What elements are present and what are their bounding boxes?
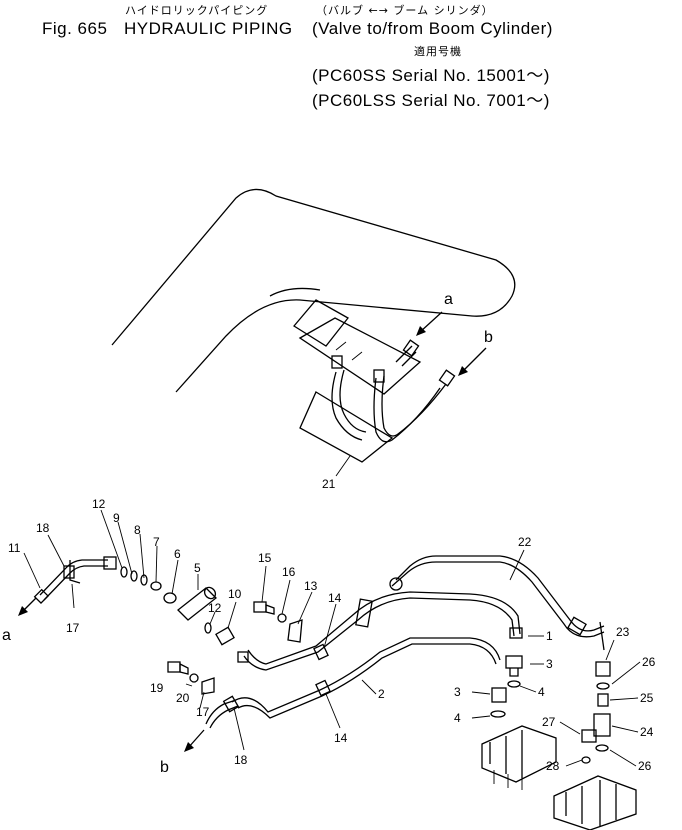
callout-7: 7: [153, 535, 160, 549]
callout-4b: 4: [454, 711, 461, 725]
serial-range-pc60ss: (PC60SS Serial No. 15001～): [312, 66, 550, 85]
control-valve-upper: [481, 725, 557, 790]
boom-outline: [111, 188, 516, 393]
control-valve-lower: [553, 775, 637, 830]
callout-12a: 12: [92, 497, 106, 511]
figure-number: Fig. 665: [42, 19, 108, 38]
leader-21: [335, 455, 351, 477]
fitting-3-left: [490, 687, 507, 718]
figure-title: HYDRAULIC PIPING: [124, 19, 293, 38]
serial-range-pc60lss: (PC60LSS Serial No. 7001～): [312, 91, 550, 110]
callout-14b: 14: [334, 731, 348, 745]
marker-a-left: a: [2, 627, 11, 644]
callout-8: 8: [134, 523, 141, 537]
callout-28: 28: [546, 759, 560, 773]
bolt-15-16: [253, 601, 287, 623]
fittings-right-column: [581, 661, 611, 764]
clamp-17-lower: [201, 677, 215, 695]
figure-subtitle: (Valve to/from Boom Cylinder): [312, 19, 553, 38]
marker-b-bottom: b: [160, 759, 169, 776]
fitting-3-right: [505, 655, 523, 688]
callout-9: 9: [113, 511, 120, 525]
pipe-11-left: [33, 556, 117, 604]
callout-17b: 17: [196, 705, 210, 719]
boom-hoses: [331, 339, 456, 443]
callout-22: 22: [518, 535, 532, 549]
callout-4a: 4: [538, 685, 545, 699]
callout-17a: 17: [66, 621, 80, 635]
fitting-10: [204, 622, 249, 663]
callout-26b: 26: [638, 759, 652, 773]
seal-stack-left: [120, 566, 177, 604]
pipe-22: [389, 555, 605, 651]
callout-19: 19: [150, 681, 164, 695]
marker-b-top: b: [484, 329, 493, 346]
boom-cylinder: [293, 299, 422, 463]
callout-5: 5: [194, 561, 201, 575]
clamp-17-18-left: [69, 560, 81, 584]
pipe-1: [243, 591, 523, 671]
callout-27: 27: [542, 715, 556, 729]
callout-26a: 26: [642, 655, 656, 669]
leader-lines: [23, 509, 641, 767]
callout-21: 21: [322, 477, 336, 491]
callout-24: 24: [640, 725, 654, 739]
callout-3a: 3: [546, 657, 553, 671]
applicable-models-label: 適用号機: [414, 45, 462, 58]
callout-14a: 14: [328, 591, 342, 605]
callout-23: 23: [616, 625, 630, 639]
japanese-title: ハイドロリックパイピング: [125, 4, 269, 17]
callout-1: 1: [546, 629, 553, 643]
callout-20: 20: [176, 691, 190, 705]
japanese-subtitle: （バルブ ←→ ブーム シリンダ）: [316, 4, 494, 17]
callout-3b: 3: [454, 685, 461, 699]
clamps-14: [313, 598, 373, 697]
bolt-19-20: [167, 661, 199, 683]
callout-18a: 18: [36, 521, 50, 535]
callout-16: 16: [282, 565, 296, 579]
clamp-13: [287, 619, 303, 643]
callout-12b: 12: [208, 601, 222, 615]
callout-15: 15: [258, 551, 272, 565]
callout-18b: 18: [234, 753, 248, 767]
pipe-2: [205, 637, 501, 729]
callout-11: 11: [8, 541, 21, 555]
callout-10: 10: [228, 587, 242, 601]
callout-2: 2: [378, 687, 385, 701]
callout-13: 13: [304, 579, 318, 593]
flow-arrows-top: [416, 311, 487, 376]
callout-6: 6: [174, 547, 181, 561]
callout-25: 25: [640, 691, 654, 705]
marker-a-top: a: [444, 291, 453, 308]
spacer-5: [177, 586, 217, 621]
